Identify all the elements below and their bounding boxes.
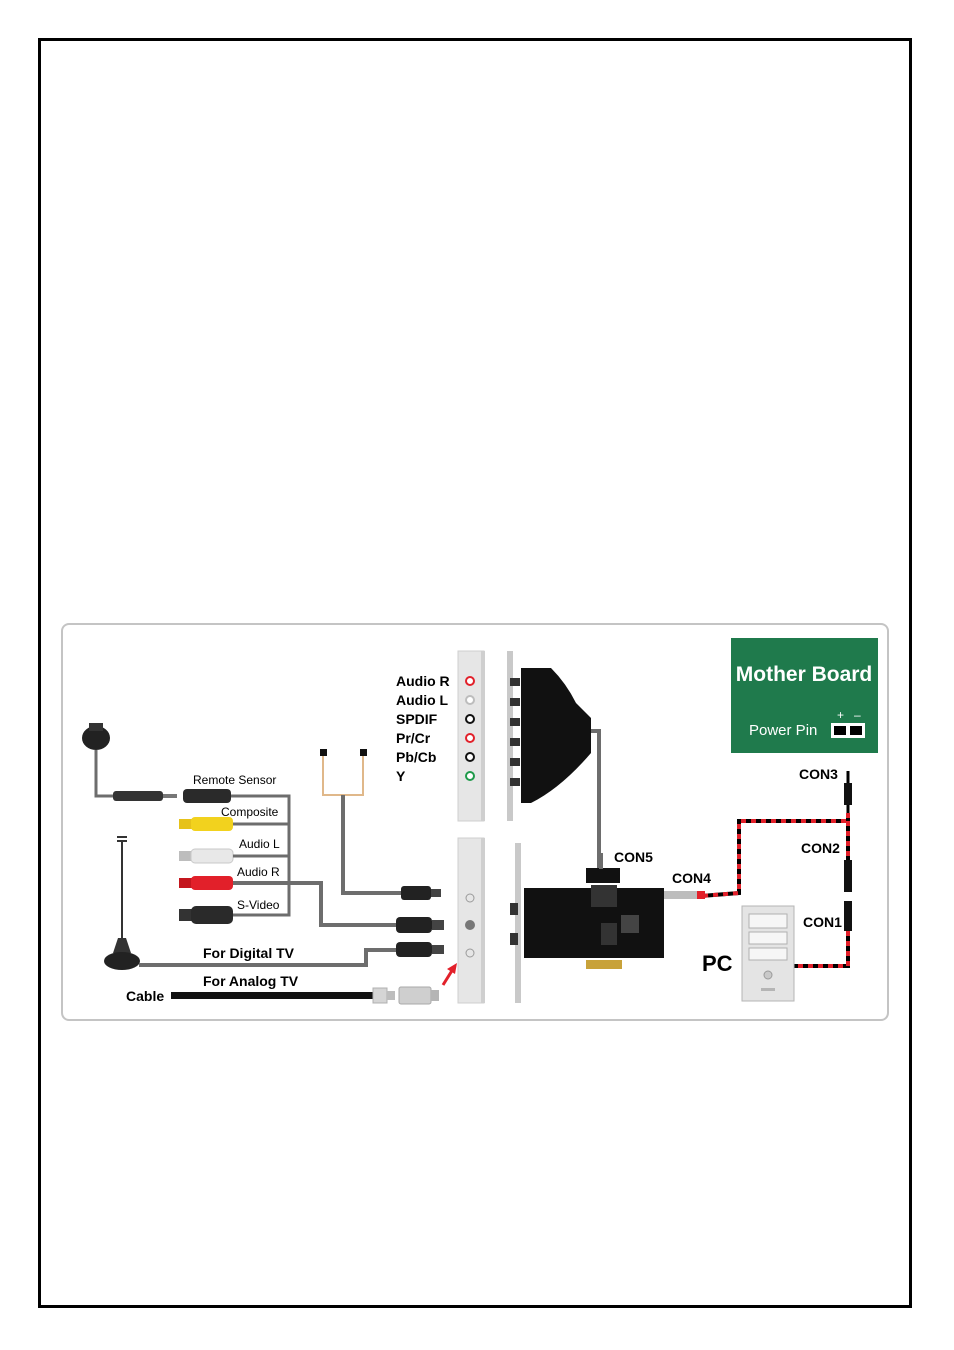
- jack-y: [465, 771, 475, 781]
- power-pin-label: Power Pin: [749, 722, 817, 739]
- input-label-audio-l: Audio L: [239, 837, 280, 851]
- component-bracket: [507, 651, 601, 868]
- power-pin-minus: –: [854, 708, 861, 722]
- input-label-composite: Composite: [221, 805, 279, 819]
- power-cables: [700, 771, 852, 968]
- pc-tower: [741, 905, 795, 1002]
- fm-antenna: [320, 749, 441, 900]
- input-breakout: [82, 723, 444, 933]
- analog-tv-cable: [171, 986, 439, 1005]
- digital-tv-label: For Digital TV: [203, 945, 295, 961]
- motherboard-title: Mother Board: [736, 663, 873, 686]
- jack-audio-l: [465, 695, 475, 705]
- jack-pr-cr: [465, 733, 475, 743]
- output-label-audio-r: Audio R: [396, 673, 450, 689]
- input-label-remote-sensor: Remote Sensor: [193, 773, 276, 787]
- jack-audio-r: [465, 676, 475, 686]
- input-labels: Remote Sensor Composite Audio L Audio R …: [193, 773, 280, 912]
- jack-pb-cb: [465, 752, 475, 762]
- motherboard: Mother Board Power Pin + –: [731, 638, 878, 753]
- con3-label: CON3: [799, 766, 838, 782]
- input-bracket: [457, 837, 485, 1004]
- con5-label: CON5: [614, 849, 653, 865]
- output-label-pr-cr: Pr/Cr: [396, 730, 431, 746]
- power-pin-plus: +: [837, 708, 844, 722]
- jack-spdif: [465, 714, 475, 724]
- output-label-spdif: SPDIF: [396, 711, 438, 727]
- output-label-y: Y: [396, 768, 406, 784]
- digital-tv-antenna: [104, 836, 444, 970]
- output-label-audio-l: Audio L: [396, 692, 449, 708]
- con2-label: CON2: [801, 840, 840, 856]
- power-pin-minus-socket: [850, 726, 862, 735]
- cable-label: Cable: [126, 988, 164, 1004]
- page-frame: [38, 38, 912, 1308]
- output-labels: Audio R Audio L SPDIF Pr/Cr Pb/Cb Y: [396, 673, 450, 784]
- power-pin-plus-socket: [834, 726, 846, 735]
- analog-tv-label: For Analog TV: [203, 973, 299, 989]
- input-label-s-video: S-Video: [237, 898, 280, 912]
- output-jacks: [465, 676, 475, 781]
- connection-diagram: Mother Board Power Pin + – PC CON3 CON2 …: [82, 638, 878, 1005]
- input-label-audio-r: Audio R: [237, 865, 280, 879]
- tuner-card: [510, 843, 705, 1003]
- con1-label: CON1: [803, 914, 842, 930]
- con4-label: CON4: [672, 870, 711, 886]
- red-arrow-icon: [441, 963, 457, 986]
- pc-label: PC: [702, 951, 733, 976]
- output-label-pb-cb: Pb/Cb: [396, 749, 436, 765]
